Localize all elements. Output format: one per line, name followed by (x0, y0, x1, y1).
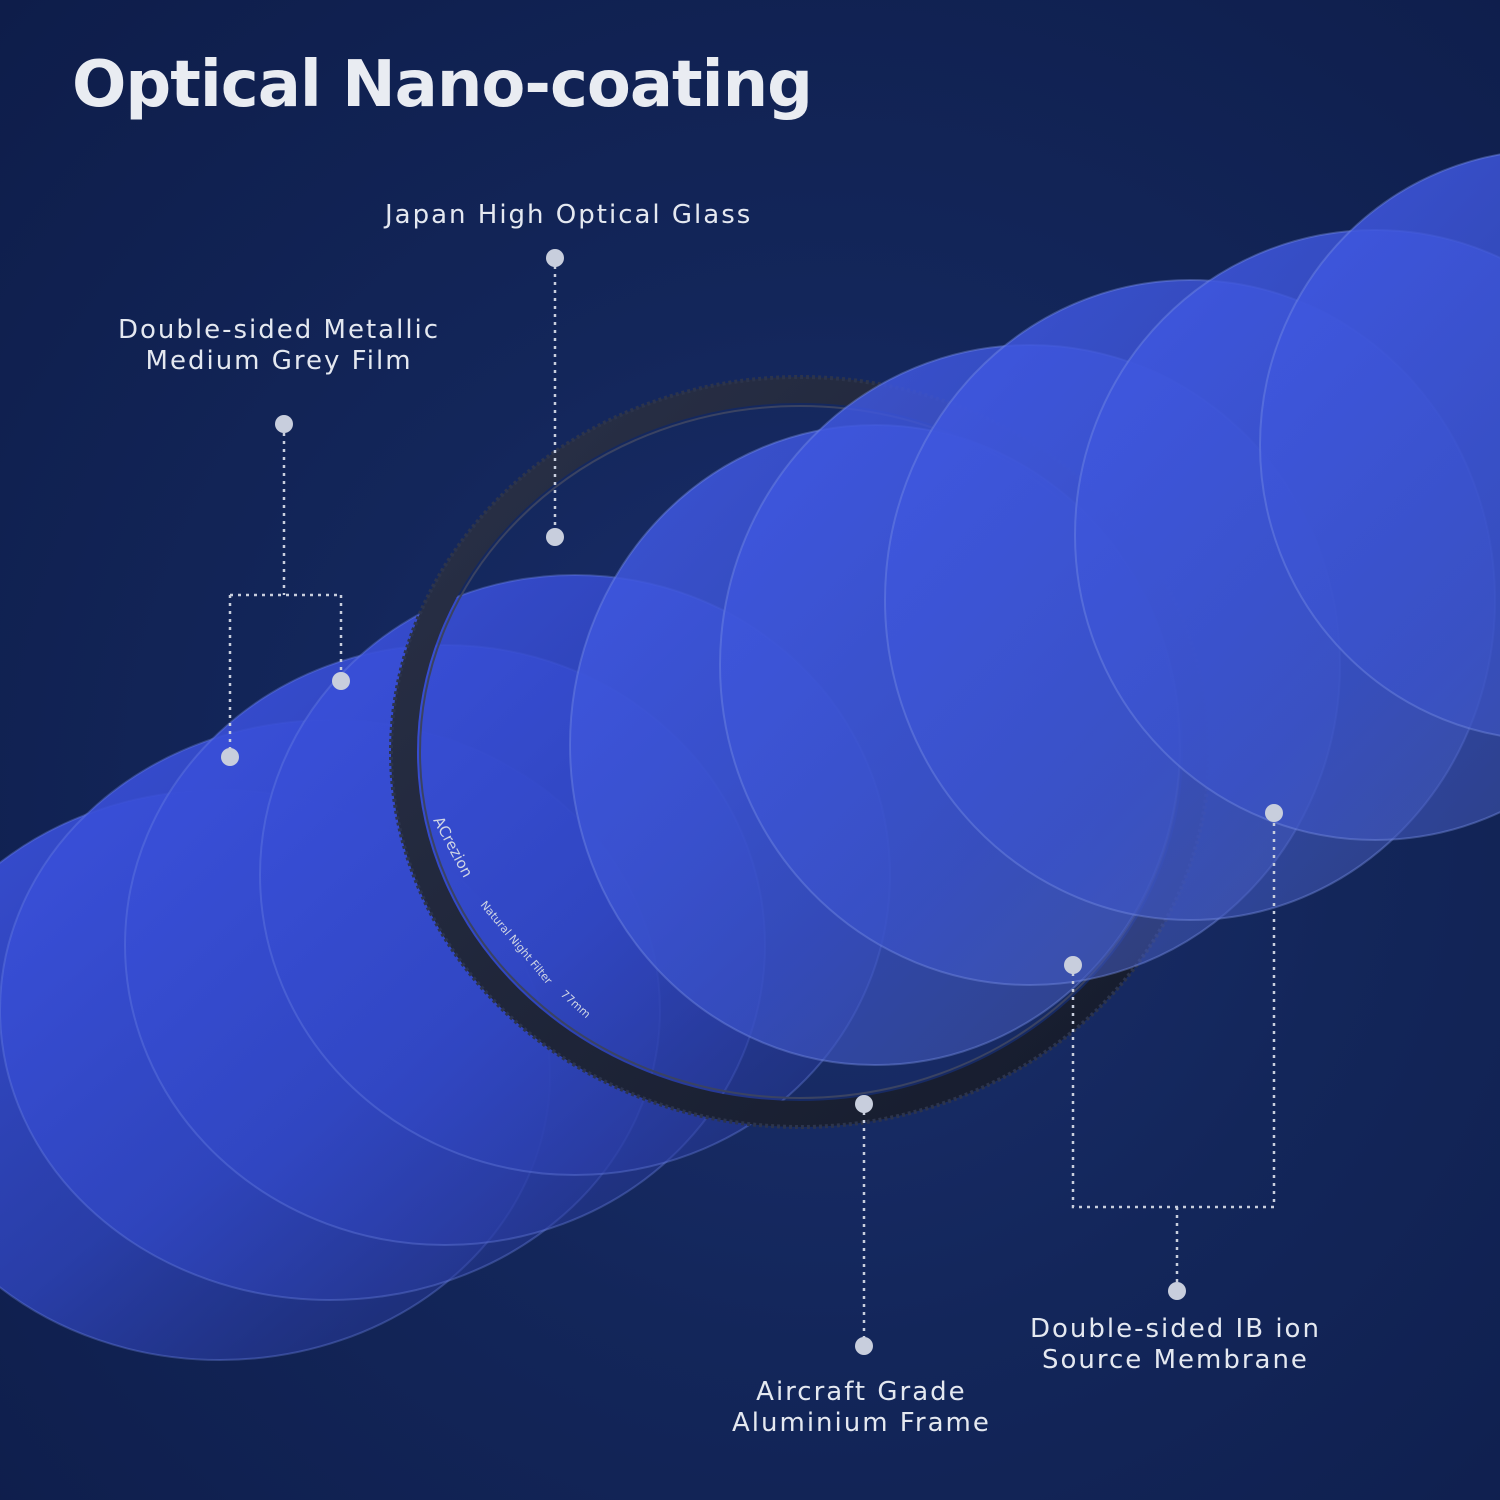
label-line: Medium Grey Film (145, 346, 413, 376)
dot-frame-target (855, 1095, 873, 1113)
dot-film-top (275, 415, 293, 433)
dot-membrane-bottom (1168, 1282, 1186, 1300)
label-line: Japan High Optical Glass (385, 200, 753, 230)
callout-dots (221, 249, 1283, 1355)
label-line: Double-sided Metallic (118, 315, 441, 345)
dot-frame-bottom (855, 1337, 873, 1355)
right-discs (569, 153, 1500, 1066)
leader-membrane (1071, 813, 1276, 1290)
label-line: Double-sided IB ion (1030, 1314, 1321, 1344)
dot-membrane-target-b (1265, 804, 1283, 822)
label-aluminium-frame: Aircraft Grade Aluminium Frame (732, 1377, 991, 1439)
glass-disc (1259, 153, 1500, 737)
dot-film-target-b (332, 672, 350, 690)
page-title: Optical Nano-coating (72, 48, 813, 122)
label-line: Aluminium Frame (732, 1408, 991, 1438)
leader-lines (228, 258, 1276, 1345)
label-line: Source Membrane (1042, 1345, 1309, 1375)
label-ib-ion-membrane: Double-sided IB ion Source Membrane (1030, 1314, 1321, 1376)
dot-glass-target (546, 528, 564, 546)
label-japan-high-optical-glass: Japan High Optical Glass (385, 200, 752, 231)
dot-glass-top (546, 249, 564, 267)
label-line: Aircraft Grade (756, 1377, 967, 1407)
label-metallic-grey-film: Double-sided Metallic Medium Grey Film (118, 315, 440, 377)
dot-membrane-target-a (1064, 956, 1082, 974)
dot-film-target-a (221, 748, 239, 766)
